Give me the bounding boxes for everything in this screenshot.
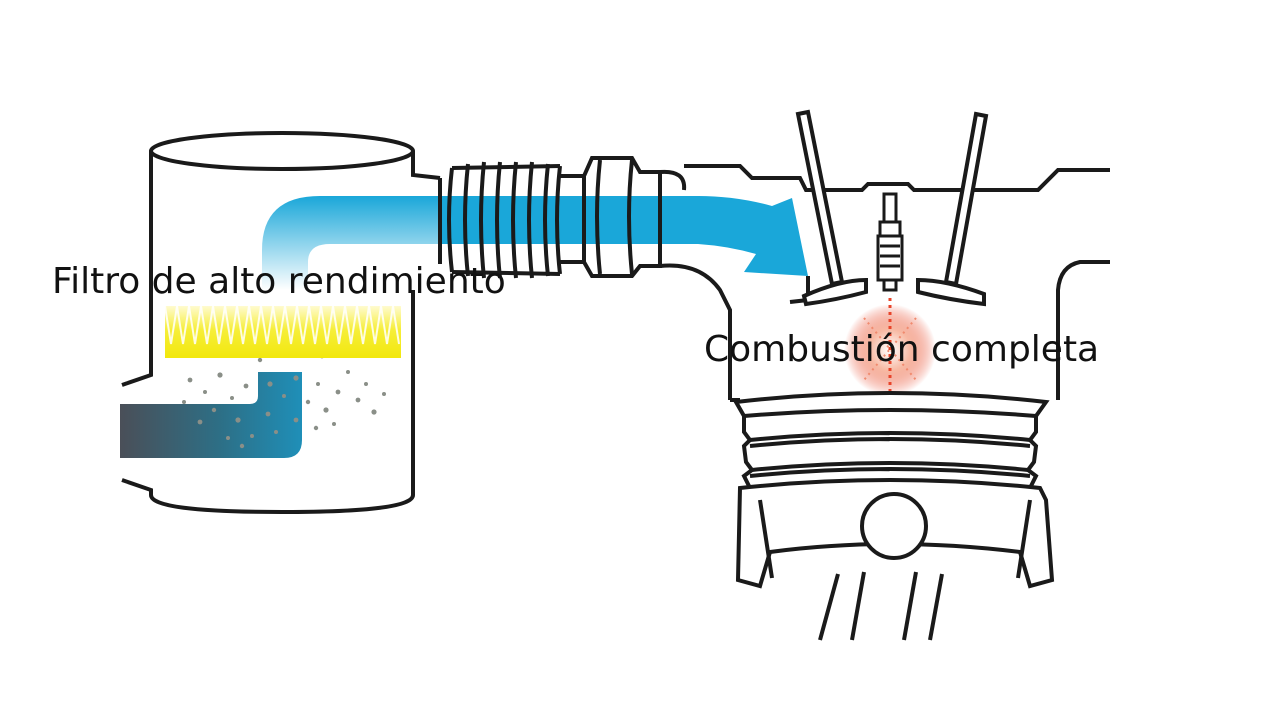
exhaust-valve — [916, 111, 989, 307]
air-filter-housing — [121, 131, 441, 515]
connecting-rod — [818, 571, 944, 641]
combustion-label: Combustión completa — [704, 329, 1100, 370]
clean-air-arrow — [698, 196, 808, 276]
intake-hose — [438, 156, 830, 400]
clean-air-flow — [262, 196, 440, 290]
spark-plug — [876, 192, 904, 292]
dirty-air-flow — [120, 372, 302, 458]
dust-particles — [182, 350, 386, 449]
filter-label: Filtro de alto rendimiento — [52, 261, 506, 302]
filter-element — [164, 305, 401, 358]
piston — [732, 391, 1055, 589]
intake-valve — [795, 109, 868, 307]
